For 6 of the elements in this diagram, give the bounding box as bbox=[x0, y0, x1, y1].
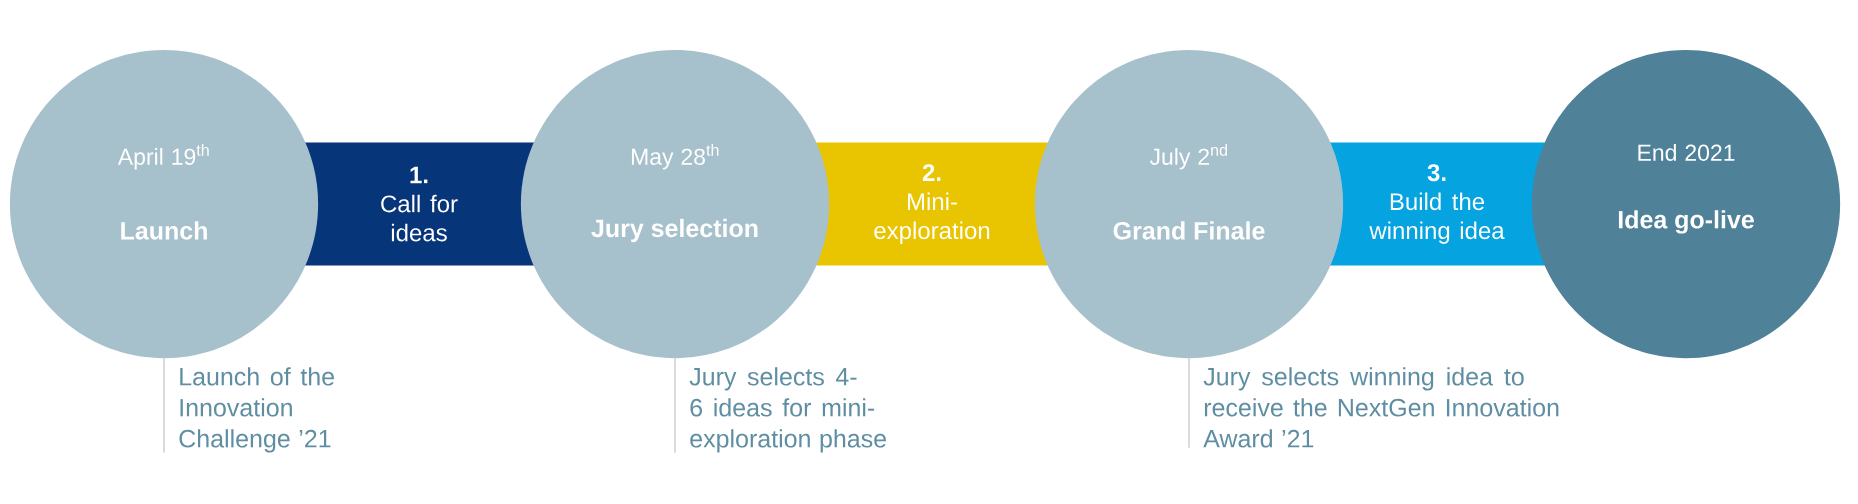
leader-line bbox=[1188, 357, 1190, 449]
description-text: Launch of the Innovation Challenge ’21 bbox=[179, 367, 334, 453]
leader-line bbox=[163, 357, 165, 454]
description-text: Jury selects 4-6 ideas for mini-exploration phase bbox=[689, 367, 886, 453]
leader-line bbox=[674, 357, 676, 454]
description-text: Jury selects winning idea to receive the NextGen Innovation Award ’21 bbox=[1203, 367, 1559, 448]
